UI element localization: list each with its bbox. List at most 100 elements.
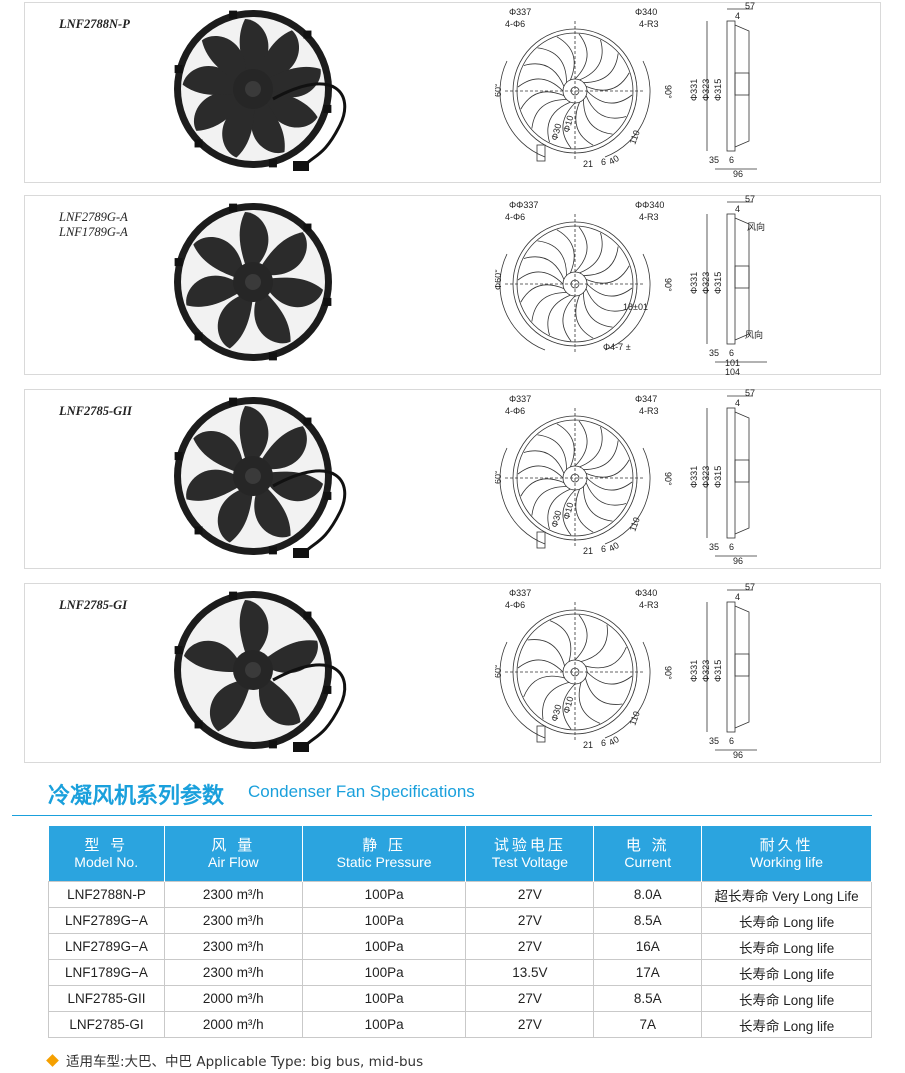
mount-bracket bbox=[229, 10, 238, 19]
dim-bottom-35: 35 bbox=[709, 736, 719, 746]
dim-110: 110 bbox=[627, 710, 641, 727]
column-header-cn: 静 压 bbox=[362, 835, 406, 854]
fan-blade bbox=[186, 469, 243, 501]
outline-blade bbox=[517, 659, 564, 673]
fan-blade bbox=[210, 679, 251, 732]
dim-bottom-6: 6 bbox=[729, 155, 734, 165]
fan-motor-cap bbox=[245, 81, 261, 97]
outline-blade bbox=[585, 95, 627, 119]
mount-bracket bbox=[174, 452, 183, 461]
outline-blade bbox=[585, 288, 627, 312]
mount-bracket bbox=[323, 491, 332, 500]
dim-outer-diameter: Φ340 bbox=[635, 588, 657, 598]
table-cell: 长寿命 Long life bbox=[701, 907, 872, 934]
side-shroud bbox=[734, 217, 750, 341]
dim-angle-60: 60° bbox=[495, 83, 503, 97]
fan-blade bbox=[186, 275, 243, 307]
fan-blade bbox=[239, 19, 269, 77]
dim-top-4: 4 bbox=[735, 592, 740, 602]
table-cell: 2000 m³/h bbox=[163, 985, 303, 1012]
dim-side-323: Φ323 bbox=[701, 660, 711, 682]
fan-blade bbox=[254, 484, 291, 538]
title-divider bbox=[12, 815, 872, 816]
mount-bracket bbox=[323, 104, 332, 113]
table-cell: LNF2788N-P bbox=[48, 881, 165, 908]
table-cell: 27V bbox=[465, 907, 595, 934]
side-frame bbox=[726, 601, 736, 733]
outline-blade bbox=[579, 39, 603, 81]
dim-hub-10: Φ10 bbox=[561, 114, 575, 133]
dim-radius: 4-R3 bbox=[639, 600, 659, 610]
fan-blade bbox=[258, 232, 307, 276]
table-cell: 2300 m³/h bbox=[163, 881, 303, 908]
dim-top-57: 57 bbox=[745, 194, 755, 204]
dim-side-323: Φ323 bbox=[701, 79, 711, 101]
outline-blade bbox=[520, 284, 565, 303]
outline-blade bbox=[517, 465, 564, 479]
outline-connector bbox=[536, 531, 546, 549]
column-header-cn: 电 流 bbox=[625, 835, 670, 854]
outline-blade bbox=[575, 101, 594, 146]
dim-angle-60: 60° bbox=[495, 470, 503, 484]
fan-blade bbox=[254, 290, 291, 344]
outline-blade bbox=[583, 440, 619, 470]
fan-motor-cap bbox=[245, 274, 261, 290]
dim-6: 6 bbox=[601, 738, 606, 748]
fan-blade bbox=[217, 292, 254, 349]
dim-holes: 4-Φ6 bbox=[505, 600, 525, 610]
mount-bracket bbox=[229, 397, 238, 406]
table-cell: 7A bbox=[593, 1011, 703, 1038]
model-name: LNF2785-GII bbox=[59, 404, 132, 418]
outline-blade bbox=[523, 675, 565, 698]
table-cell: 100Pa bbox=[301, 907, 467, 934]
outline-blade bbox=[574, 33, 588, 80]
outline-blade bbox=[531, 292, 567, 322]
table-cell: 2000 m³/h bbox=[163, 1011, 303, 1038]
dim-radius: 4-R3 bbox=[639, 406, 659, 416]
outline-blade bbox=[583, 53, 619, 83]
outline-blade bbox=[547, 488, 571, 530]
mount-bracket bbox=[268, 546, 277, 555]
table-cell: 16A bbox=[593, 933, 703, 960]
outline-blade bbox=[537, 434, 567, 470]
mount-bracket bbox=[194, 720, 203, 729]
outline-blade bbox=[578, 682, 601, 724]
fan-blade bbox=[256, 30, 299, 80]
side-shroud bbox=[734, 24, 750, 148]
fan-blade bbox=[239, 600, 269, 658]
table-cell: 27V bbox=[465, 985, 595, 1012]
dim-bottom-35: 35 bbox=[709, 542, 719, 552]
dim-side-323: Φ323 bbox=[701, 272, 711, 294]
fan-photo bbox=[174, 10, 347, 171]
mount-bracket bbox=[303, 611, 312, 620]
outline-blade bbox=[517, 271, 564, 285]
outline-blade bbox=[547, 101, 571, 143]
dim-side-323: Φ323 bbox=[701, 466, 711, 488]
outline-blade bbox=[531, 99, 567, 129]
dimension-arc-right bbox=[604, 60, 651, 158]
outline-blade bbox=[580, 624, 608, 662]
table-cell: LNF1789G−A bbox=[48, 959, 165, 986]
table-cell: 长寿命 Long life bbox=[701, 985, 872, 1012]
wind-direction-top: 风向 bbox=[747, 221, 765, 232]
dim-4-7: Φ4-7 ± bbox=[603, 342, 631, 352]
dim-21: 21 bbox=[583, 159, 593, 169]
side-motor bbox=[734, 72, 750, 96]
dim-radius: 4-R3 bbox=[639, 212, 659, 222]
mount-bracket bbox=[194, 139, 203, 148]
outline-blade bbox=[523, 450, 565, 474]
fan-blade bbox=[239, 406, 269, 464]
outline-blade bbox=[531, 486, 567, 516]
fan-blade bbox=[264, 471, 324, 502]
fan-blade bbox=[193, 92, 246, 131]
dim-bottom-6: 6 bbox=[729, 542, 734, 552]
